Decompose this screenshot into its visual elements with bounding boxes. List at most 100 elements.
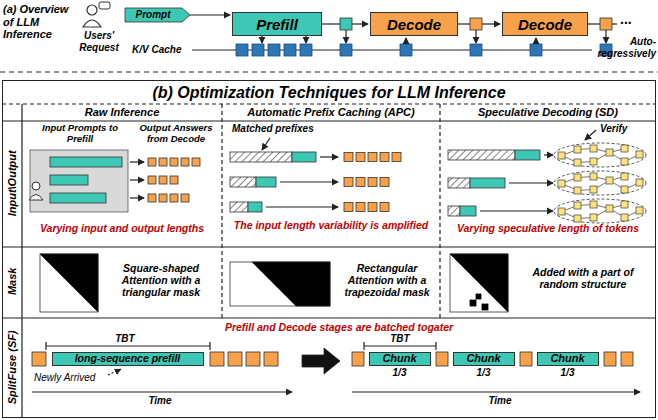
token-square	[210, 352, 224, 366]
flow-line	[588, 23, 600, 24]
token-square	[621, 352, 633, 366]
draft-token	[590, 173, 597, 180]
token-square	[356, 153, 365, 162]
flow-line	[352, 23, 368, 24]
note-text: Varying input and output lengths	[24, 222, 220, 234]
label-text: TBT	[385, 333, 415, 345]
triangular-mask	[450, 254, 508, 312]
draft-token	[574, 202, 581, 209]
flow-line	[190, 14, 230, 15]
flow-line	[345, 30, 346, 43]
prompt-box: Prompt	[125, 8, 181, 22]
node-text: Chunk	[382, 353, 416, 364]
token-square	[264, 352, 278, 366]
trapezoidal-mask	[252, 262, 330, 306]
token-square	[246, 352, 260, 366]
time-axis	[352, 391, 640, 392]
node-text: Prompt	[136, 10, 171, 20]
prompt-arrow	[125, 8, 190, 22]
token-square	[170, 158, 178, 166]
draft-token	[621, 186, 628, 193]
prompt-bar	[292, 152, 316, 162]
flow-line	[544, 154, 553, 155]
token-square	[368, 203, 377, 212]
draft-token	[590, 186, 597, 193]
flow-line	[509, 182, 553, 183]
kv-block	[268, 44, 280, 56]
node-subtext: 1/3	[538, 367, 598, 378]
token-square	[368, 178, 377, 187]
label-text: Time	[480, 395, 520, 407]
token-square	[32, 352, 46, 366]
tbt-bracket	[45, 342, 46, 350]
prompt-bar	[515, 150, 540, 160]
token-square	[344, 178, 353, 187]
label-text: Verify	[600, 123, 640, 135]
chunk-box: Chunk1/3	[537, 352, 599, 366]
verify-group	[554, 143, 646, 167]
grid-line	[2, 246, 656, 247]
draft-token	[636, 179, 643, 186]
draft-token	[590, 145, 597, 152]
node-text: Chunk	[550, 353, 584, 364]
token-square	[380, 203, 389, 212]
draft-token	[621, 173, 628, 180]
draft-token	[558, 208, 565, 215]
node-text: long-sequence prefill	[75, 353, 181, 364]
draft-token	[590, 158, 597, 165]
chunk-box: Chunk1/3	[453, 352, 515, 366]
draft-token	[558, 180, 565, 187]
token-square	[170, 176, 178, 184]
kv-block	[284, 44, 296, 56]
label-text: Input Prompts to Prefill	[30, 123, 130, 145]
flow-line	[458, 23, 470, 24]
request-box	[30, 150, 128, 212]
prompt-bar	[50, 175, 88, 185]
kv-block	[340, 44, 352, 56]
tbt-bracket	[364, 345, 436, 346]
time-axis	[32, 391, 292, 392]
random-mask-block	[482, 304, 488, 310]
token-square	[600, 18, 612, 30]
draft-token	[590, 201, 597, 208]
token-square	[352, 352, 364, 366]
flow-line	[405, 38, 406, 44]
prompt-bar	[50, 157, 122, 167]
prefill-chunk: long-sequence prefill	[52, 352, 204, 366]
label-text: Rectangular Attention with a trapezoidal…	[336, 262, 438, 298]
attention-square	[450, 254, 508, 312]
draft-token	[621, 201, 628, 208]
label-text: ...	[620, 11, 650, 27]
kv-block	[530, 44, 542, 56]
triangular-mask	[40, 254, 98, 312]
transform-arrow	[302, 348, 340, 374]
token-square	[604, 352, 616, 366]
node-text: Chunk	[466, 353, 500, 364]
token-square	[344, 153, 353, 162]
prompt-bar	[248, 202, 262, 212]
token-square	[192, 158, 200, 166]
token-square	[148, 158, 156, 166]
token-square	[356, 203, 365, 212]
draft-token	[636, 207, 643, 214]
prefix-bar	[448, 178, 470, 188]
token-square	[392, 153, 401, 162]
draft-token	[574, 174, 581, 181]
row-label: Mask	[6, 246, 19, 316]
draft-token	[590, 214, 597, 221]
random-mask-block	[470, 300, 476, 306]
prompt-bar	[50, 193, 106, 203]
draft-token	[574, 215, 581, 222]
label-text: Newly Arrived	[34, 372, 110, 384]
prefix-bar	[230, 152, 292, 162]
node-text: Decode	[518, 17, 572, 32]
note-text: The input length variability is amplifie…	[226, 219, 436, 231]
random-mask-block	[476, 294, 481, 299]
draft-token	[636, 151, 643, 158]
draft-token	[574, 159, 581, 166]
token-square	[170, 194, 178, 202]
attention-square	[40, 254, 98, 312]
kv-block	[400, 44, 412, 56]
flow-line	[480, 210, 553, 211]
grid-line	[2, 103, 656, 104]
